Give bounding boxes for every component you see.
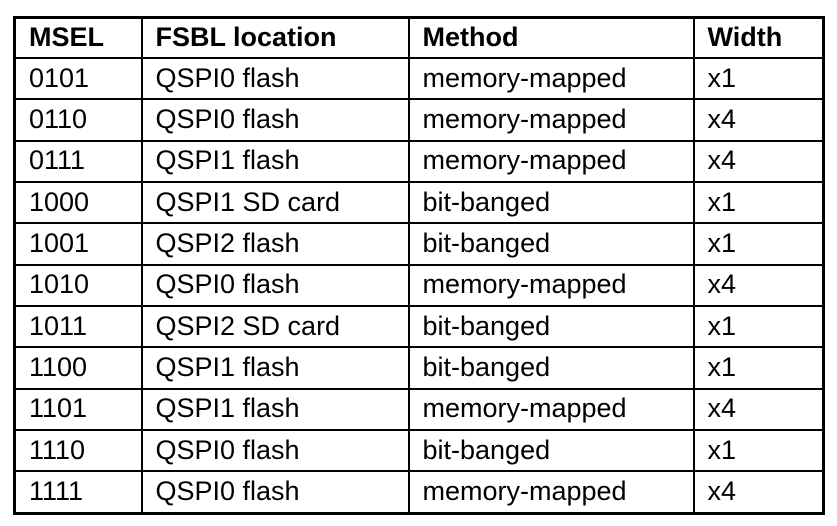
table-cell: QSPI0 flash	[140, 429, 410, 473]
table-cell: 1011	[13, 305, 143, 349]
table-cell: QSPI1 flash	[140, 346, 410, 390]
table-cell: x1	[692, 429, 825, 473]
table-cell: QSPI2 SD card	[140, 305, 410, 349]
table-cell: x1	[692, 57, 825, 101]
table-cell: memory-mapped	[407, 57, 695, 101]
column-header: FSBL location	[140, 16, 410, 60]
table-cell: 1101	[13, 387, 143, 432]
table-cell: x1	[692, 346, 825, 390]
table-cell: x1	[692, 305, 825, 349]
table-cell: QSPI0 flash	[140, 263, 410, 308]
table-cell: bit-banged	[407, 305, 695, 349]
table-cell: x4	[692, 263, 825, 308]
table-cell: memory-mapped	[407, 470, 695, 515]
table-cell: QSPI1 SD card	[140, 181, 410, 225]
table-cell: QSPI0 flash	[140, 470, 410, 515]
table-cell: QSPI1 flash	[140, 387, 410, 432]
table-cell: x4	[692, 139, 825, 184]
table-cell: bit-banged	[407, 346, 695, 390]
table-cell: memory-mapped	[407, 98, 695, 142]
table-cell: 1001	[13, 222, 143, 266]
table-cell: bit-banged	[407, 429, 695, 473]
column-header: Method	[407, 16, 695, 60]
column-header: MSEL	[13, 16, 143, 60]
table-cell: memory-mapped	[407, 139, 695, 184]
table-cell: x4	[692, 98, 825, 142]
column-header: Width	[692, 16, 825, 60]
table-cell: QSPI1 flash	[140, 139, 410, 184]
table-cell: 1110	[13, 429, 143, 473]
table-cell: memory-mapped	[407, 263, 695, 308]
table-cell: QSPI0 flash	[140, 57, 410, 101]
table-cell: x1	[692, 181, 825, 225]
table-cell: x4	[692, 387, 825, 432]
table-cell: bit-banged	[407, 222, 695, 266]
table-cell: QSPI0 flash	[140, 98, 410, 142]
table-cell: QSPI2 flash	[140, 222, 410, 266]
table-cell: 1000	[13, 181, 143, 225]
table-cell: 1010	[13, 263, 143, 308]
table-cell: 0101	[13, 57, 143, 101]
table-cell: memory-mapped	[407, 387, 695, 432]
table-cell: 1111	[13, 470, 143, 515]
table-cell: 0110	[13, 98, 143, 142]
table-cell: bit-banged	[407, 181, 695, 225]
table-cell: 1100	[13, 346, 143, 390]
table-cell: x1	[692, 222, 825, 266]
table-cell: 0111	[13, 139, 143, 184]
table-cell: x4	[692, 470, 825, 515]
